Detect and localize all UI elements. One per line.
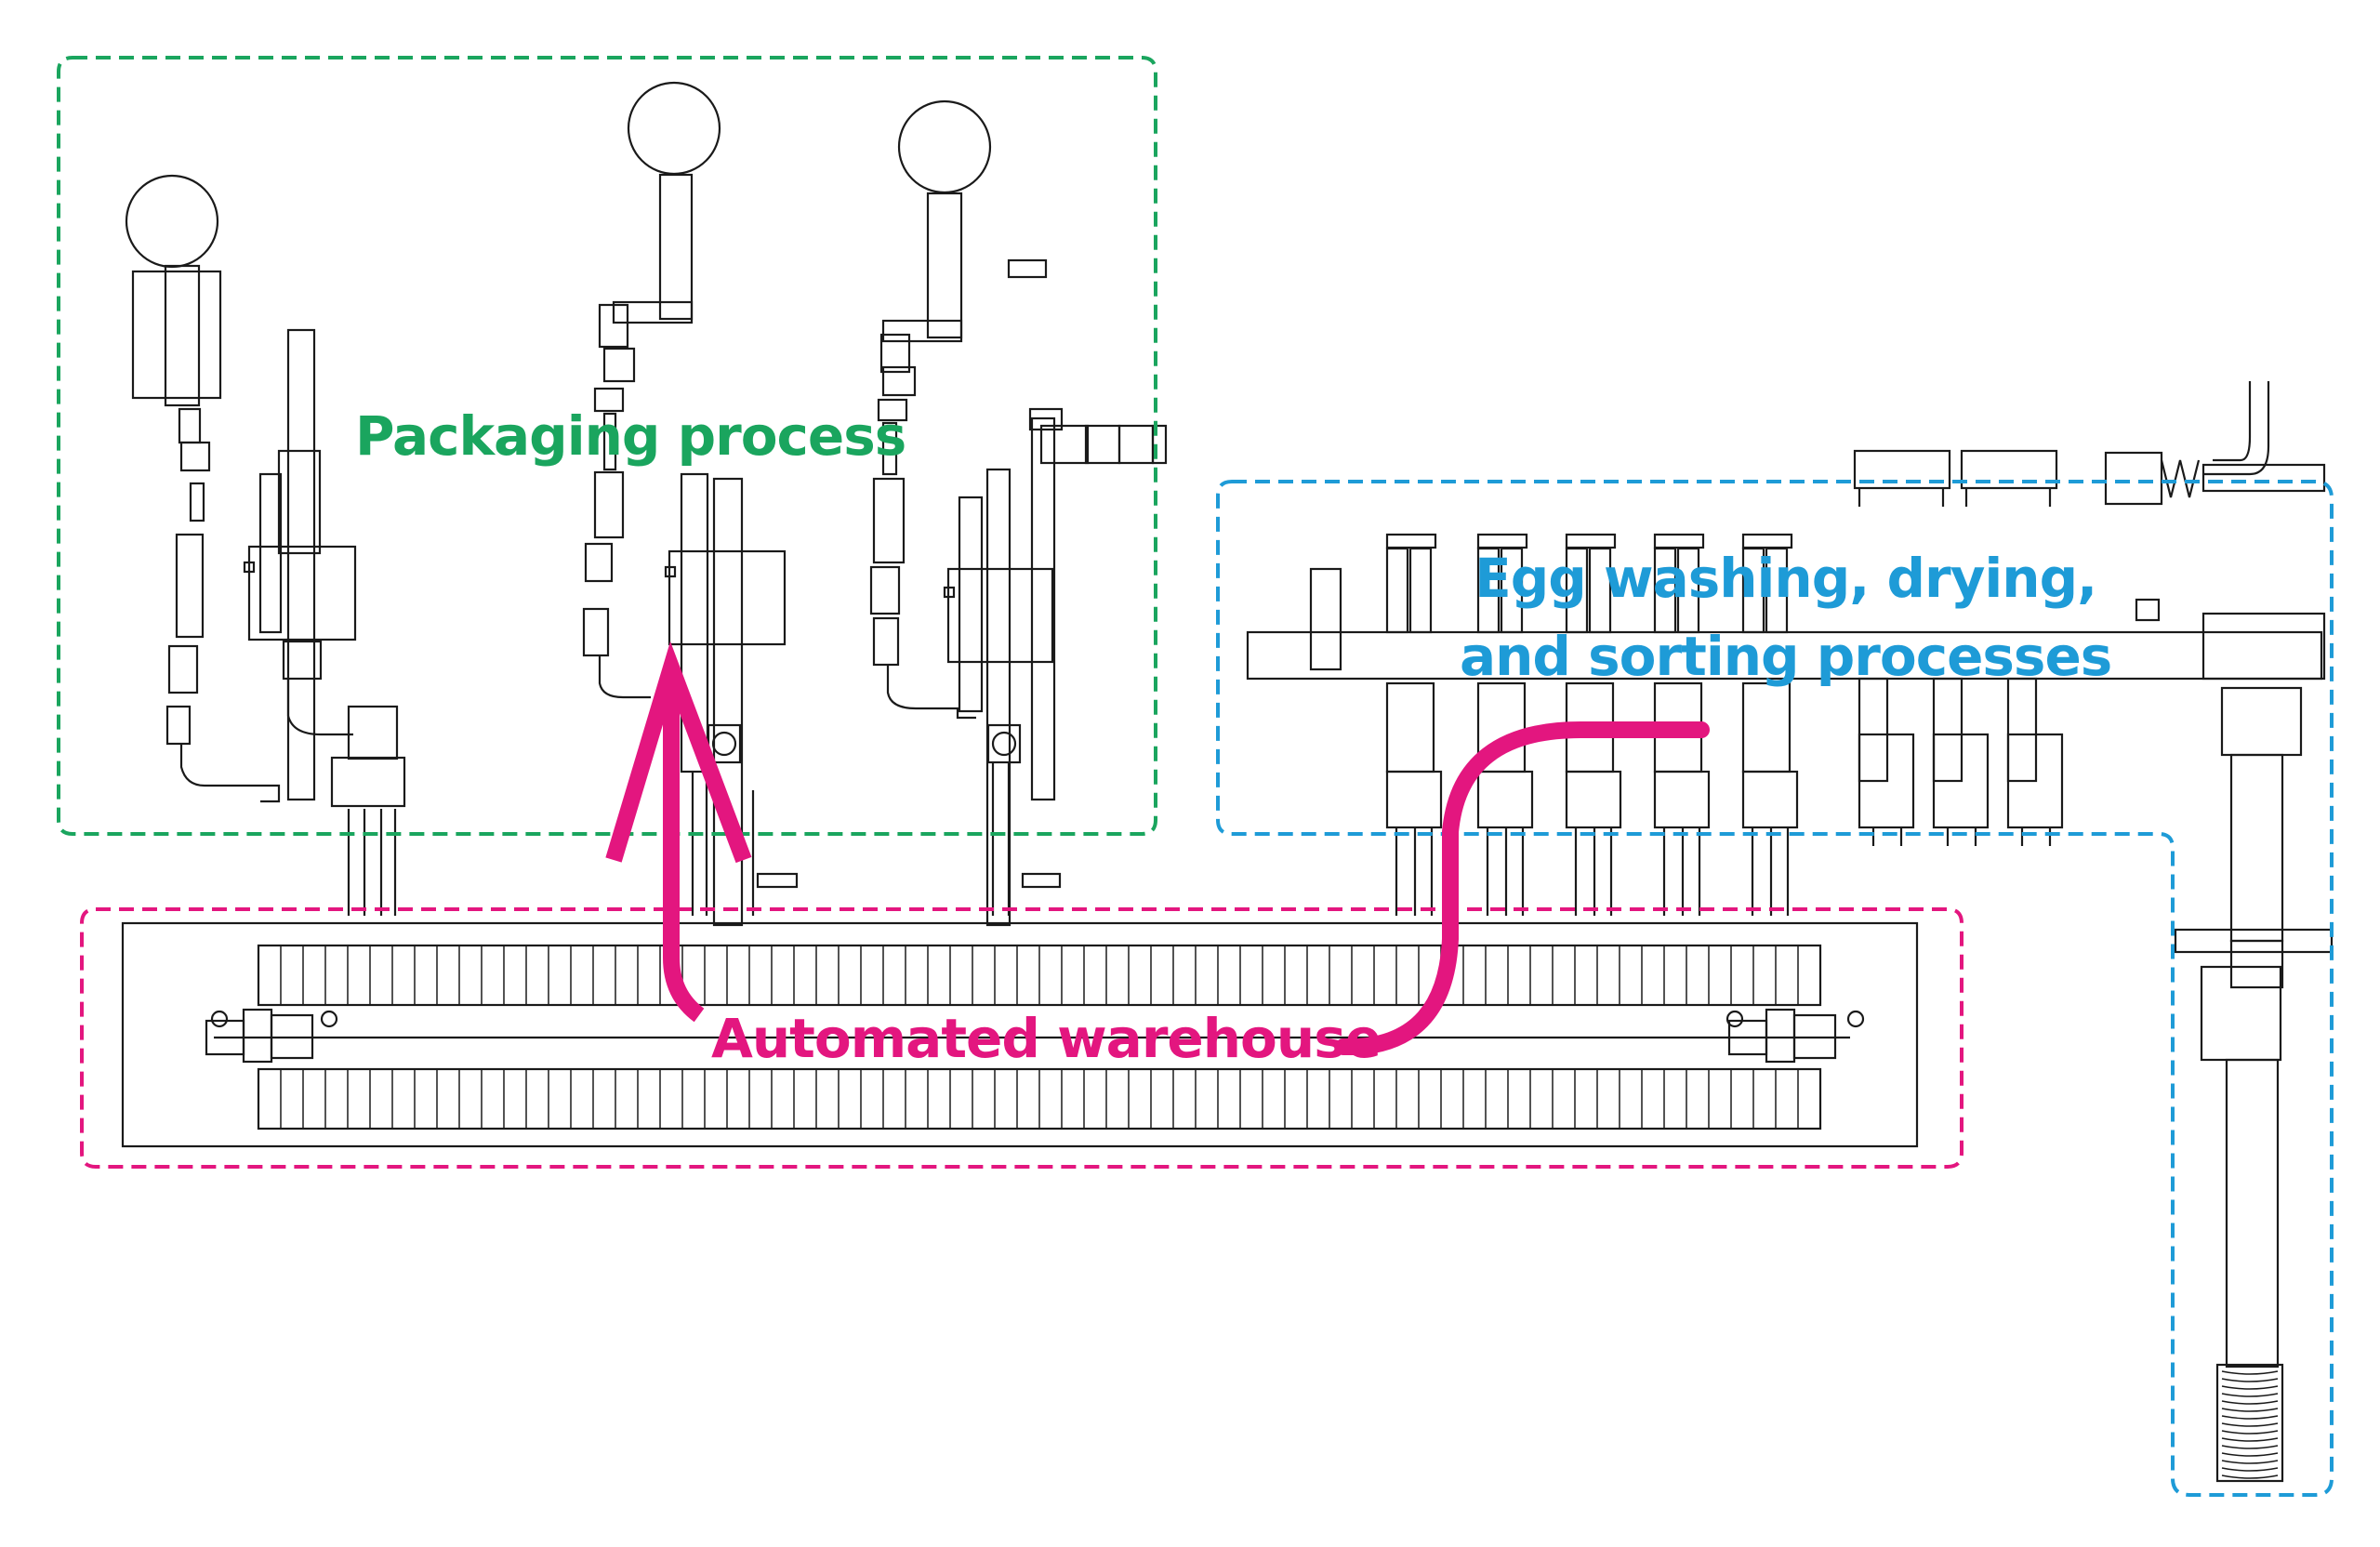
washing-lane: [1385, 533, 1443, 916]
washing-label-line-1: Egg washing, drying,: [1474, 547, 2097, 610]
feed-line: [2221, 1370, 2279, 1375]
feed-line: [2221, 1430, 2279, 1435]
packaging-process-boundary: [57, 56, 1157, 836]
feed-line: [2221, 1445, 2279, 1449]
flow-arrow-warehouse-to-packaging: [605, 641, 752, 1023]
washing-process-label: Egg washing, drying, and sorting process…: [1460, 539, 2112, 695]
packaging-machine-2: [582, 81, 799, 927]
packaging-machine-1: [125, 174, 406, 916]
feed-line: [2221, 1474, 2279, 1479]
washing-label-line-2: and sorting processes: [1460, 625, 2112, 689]
feed-line: [2221, 1467, 2279, 1472]
feed-line: [2221, 1385, 2279, 1390]
packaging-machine-3: [869, 99, 1168, 927]
sorting-lane: [2006, 677, 2064, 846]
feed-line: [2221, 1437, 2279, 1442]
washing-process-boundary: [1216, 480, 2334, 1497]
packaging-process-label: Packaging process: [355, 404, 906, 468]
feed-line: [2221, 1378, 2279, 1382]
washing-lane: [1476, 533, 1534, 916]
flow-path-washing-to-warehouse: [1335, 721, 1710, 1055]
washing-lane: [1741, 533, 1799, 916]
feed-line: [2221, 1452, 2279, 1457]
washing-lane: [1653, 533, 1711, 916]
feed-line: [2221, 1400, 2279, 1405]
washing-sorting-machinery: [1246, 381, 2334, 1483]
feed-line: [2221, 1422, 2279, 1427]
sorting-lane: [1858, 677, 1915, 846]
feed-line: [2221, 1460, 2279, 1464]
sorting-lane: [1932, 677, 1990, 846]
feed-line: [2221, 1415, 2279, 1420]
warehouse-structure: [121, 921, 1919, 1148]
warehouse-boundary: [80, 907, 1964, 1169]
feed-line: [2221, 1393, 2279, 1397]
feed-line: [2221, 1408, 2279, 1412]
warehouse-label: Automated warehouse: [711, 1007, 1382, 1070]
